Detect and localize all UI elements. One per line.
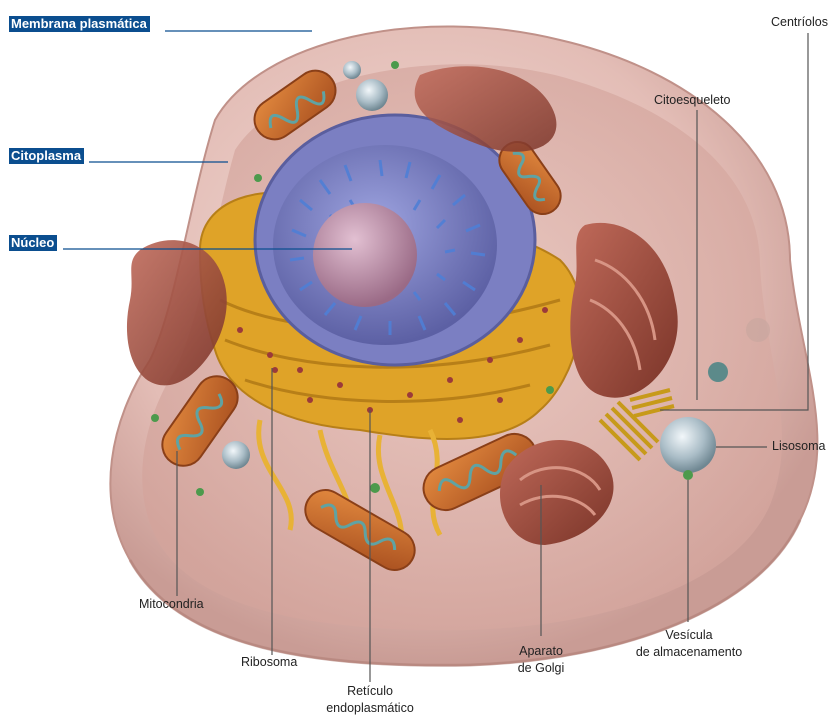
- storage-vesicles-shape: [151, 61, 693, 496]
- mitochondria-shapes: [161, 69, 562, 571]
- membrane-rim: [128, 519, 802, 667]
- label-golgi-apparatus-line2: de Golgi: [517, 661, 565, 675]
- lysosome-shape: [660, 417, 716, 473]
- golgi-shapes: [126, 66, 678, 545]
- label-mitochondria: Mitocondria: [139, 597, 204, 611]
- label-centrioles: Centríolos: [771, 15, 828, 29]
- leader-lines: [63, 30, 809, 682]
- label-cytoskeleton: Citoesqueleto: [654, 93, 731, 107]
- nucleolus: [313, 203, 417, 307]
- label-lysosome: Lisosoma: [772, 439, 826, 453]
- label-endoplasmic-reticulum-line2: endoplasmático: [326, 701, 414, 715]
- label-nucleus: Núcleo: [9, 235, 58, 251]
- label-storage-vesicle-line2: de almacenamento: [635, 645, 743, 659]
- centrioles-shape: [598, 388, 675, 462]
- label-plasma-membrane: Membrana plasmática: [9, 16, 150, 32]
- label-ribosome: Ribosoma: [241, 655, 298, 669]
- label-golgi-apparatus: Aparato de Golgi: [506, 643, 576, 677]
- label-storage-vesicle-line1: Vesícula: [665, 628, 713, 642]
- label-endoplasmic-reticulum: Retículo endoplasmático: [318, 683, 422, 717]
- label-golgi-apparatus-line1: Aparato: [519, 644, 563, 658]
- label-storage-vesicle: Vesícula de almacenamento: [626, 627, 752, 661]
- label-cytoplasm: Citoplasma: [9, 148, 85, 164]
- label-endoplasmic-reticulum-line1: Retículo: [347, 684, 393, 698]
